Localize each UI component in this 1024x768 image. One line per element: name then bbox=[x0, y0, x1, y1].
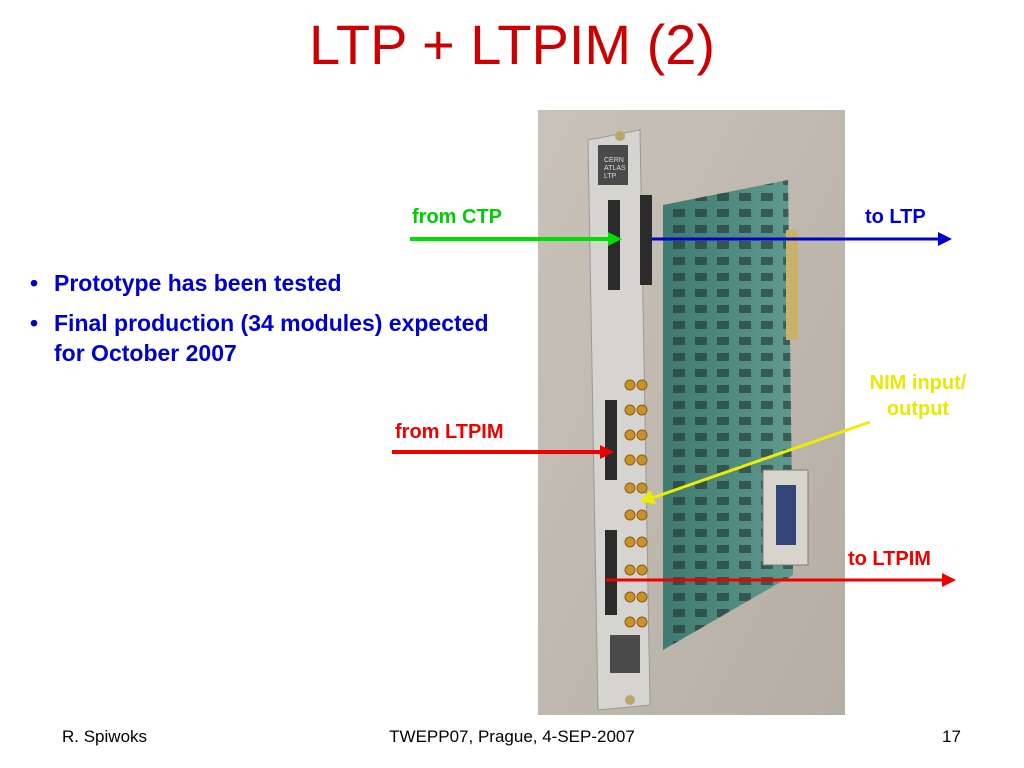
connector bbox=[605, 530, 617, 615]
module-photo: CERN ATLAS LTP bbox=[538, 110, 845, 715]
label-from-ctp: from CTP bbox=[412, 206, 502, 228]
label-to-ltp: to LTP bbox=[865, 206, 926, 228]
module-label-3: LTP bbox=[604, 173, 617, 180]
bullet-item: Prototype has been tested bbox=[28, 268, 498, 298]
connector bbox=[640, 195, 652, 285]
bullet-list: Prototype has been tested Final producti… bbox=[28, 268, 498, 378]
connector bbox=[608, 200, 620, 290]
label-from-ltpim: from LTPIM bbox=[395, 421, 504, 443]
label-to-ltpim: to LTPIM bbox=[848, 548, 931, 570]
module-label-1: CERN bbox=[604, 157, 624, 164]
bullet-item: Final production (34 modules) expected f… bbox=[28, 308, 498, 368]
module-label-2: ATLAS bbox=[604, 165, 626, 172]
connector bbox=[605, 400, 617, 480]
label-nim-line2: output bbox=[886, 398, 950, 420]
slide-title: LTP + LTPIM (2) bbox=[308, 13, 716, 76]
footer-event: TWEPP07, Prague, 4-SEP-2007 bbox=[389, 727, 635, 746]
label-nim-line1: NIM input/ bbox=[869, 372, 967, 394]
footer-author: R. Spiwoks bbox=[62, 727, 148, 746]
label-nim: NIM input/ output bbox=[848, 370, 988, 422]
footer-page-number: 17 bbox=[942, 727, 961, 746]
